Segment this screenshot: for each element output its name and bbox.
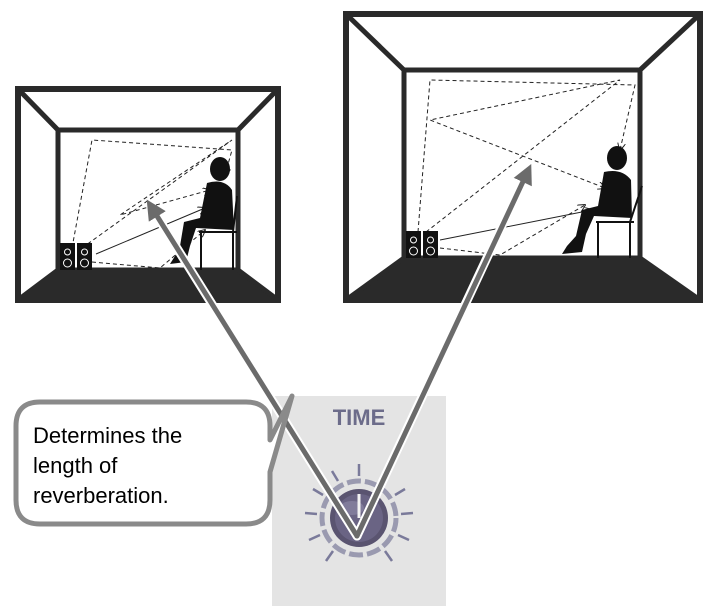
small-room-outer-frame bbox=[15, 86, 281, 303]
large-room-outer-frame bbox=[343, 11, 703, 303]
small-room-back-wall bbox=[55, 127, 241, 273]
small-room-floor bbox=[18, 270, 278, 300]
callout-bubble bbox=[13, 393, 295, 527]
seated-listener-icon bbox=[562, 146, 643, 258]
arrow-to-small-room bbox=[146, 199, 360, 539]
callout-line-3: reverberation. bbox=[33, 483, 169, 508]
large-room-reflection-paths bbox=[417, 79, 636, 256]
small-room-direct-path bbox=[95, 208, 205, 255]
large-room-direct-path bbox=[439, 210, 592, 241]
callout-text: Determines the length of reverberation. bbox=[33, 421, 243, 511]
large-room-floor bbox=[346, 258, 700, 300]
callout-line-1: Determines the bbox=[33, 423, 183, 448]
speaker-pair-icon bbox=[406, 231, 438, 258]
large-room bbox=[343, 11, 703, 303]
small-room bbox=[15, 86, 281, 303]
knob-label: TIME bbox=[332, 405, 386, 430]
seated-listener-icon bbox=[170, 157, 238, 270]
large-room-back-wall bbox=[401, 67, 643, 261]
callout-line-2: length of bbox=[33, 453, 118, 478]
speaker-pair-icon bbox=[60, 243, 92, 270]
arrow-to-large-room bbox=[354, 163, 532, 539]
